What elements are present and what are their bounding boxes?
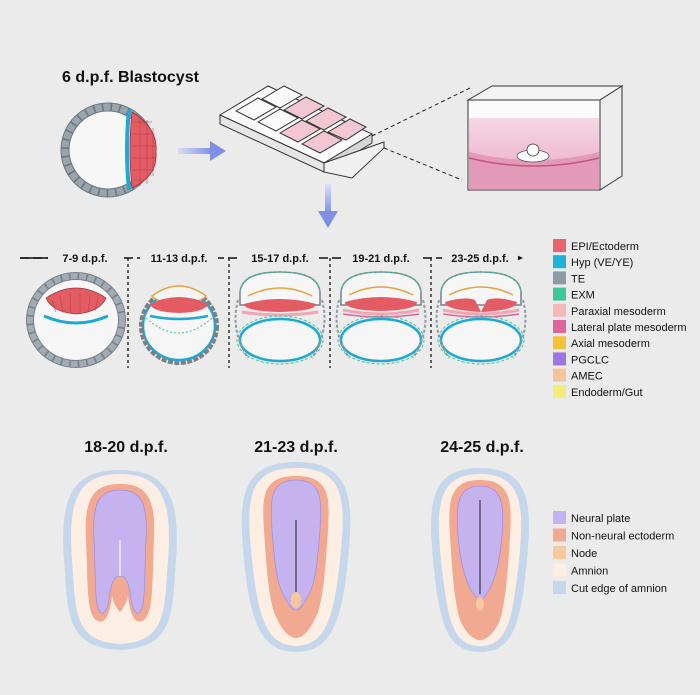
culture-well-illustration <box>466 85 624 191</box>
cell-legend-label: Lateral plate mesoderm <box>571 322 687 334</box>
cell-legend-swatch <box>553 352 566 366</box>
cell-legend-swatch <box>553 239 566 252</box>
disc-legend-label: Non-neural ectoderm <box>571 531 674 543</box>
disc-legend-label: Neural plate <box>571 513 630 525</box>
cell-legend-label: EPI/Ectoderm <box>571 241 639 253</box>
disc-legend-label: Amnion <box>571 566 608 578</box>
disc-legend-label: Cut edge of amnion <box>571 583 667 595</box>
cell-legend-swatch <box>553 336 566 350</box>
cell-legend-label: Endoderm/Gut <box>571 387 643 399</box>
stage-label-5: 23-25 d.p.f. <box>451 253 508 265</box>
cell-legend-swatch <box>553 368 566 382</box>
cell-legend-label: Axial mesoderm <box>571 338 650 350</box>
cell-legend-label: Hyp (VE/YE) <box>571 257 633 269</box>
stage-label-3: 15-17 d.p.f. <box>251 253 308 265</box>
cell-legend-swatch <box>553 287 566 301</box>
cell-legend-label: TE <box>571 273 585 285</box>
disc-legend-swatch <box>553 546 566 559</box>
blastocyst-illustration <box>60 102 157 198</box>
disc-legend-swatch <box>553 563 566 577</box>
disc-legend-swatch <box>553 528 566 542</box>
stage-label-4: 19-21 d.p.f. <box>352 253 409 265</box>
cell-legend-swatch <box>553 303 566 317</box>
stage-label-2: 11-13 d.p.f. <box>151 253 208 265</box>
disc-title-1: 18-20 d.p.f. <box>84 439 168 456</box>
stage-label-1: 7-9 d.p.f. <box>62 253 107 265</box>
embryonic-disc-3 <box>431 468 529 652</box>
disc-legend-swatch <box>553 511 566 524</box>
embryo-stage-4 <box>335 271 427 365</box>
embryo-stage-3 <box>234 271 326 365</box>
cell-legend-swatch <box>553 320 566 333</box>
blastocyst-title: 6 d.p.f. Blastocyst <box>62 69 200 86</box>
disc-title-2: 21-23 d.p.f. <box>254 439 338 456</box>
cell-legend-swatch <box>553 271 566 285</box>
disc-legend-swatch <box>553 581 566 594</box>
embryo-stage-5 <box>435 271 527 365</box>
arrow-down <box>318 184 338 228</box>
cell-legend-label: PGCLC <box>571 354 609 366</box>
culture-plate-illustration <box>218 85 385 179</box>
arrow-right <box>178 141 226 161</box>
cell-legend-label: EXM <box>571 290 595 302</box>
zoom-lines <box>371 87 471 181</box>
embryo-stage-2 <box>139 285 219 365</box>
embryonic-disc-2 <box>241 462 351 652</box>
cell-legend-swatch <box>553 255 566 269</box>
cell-legend-swatch <box>553 384 566 398</box>
cell-legend-label: Paraxial mesoderm <box>571 306 666 318</box>
embryonic-disc-1 <box>63 470 177 650</box>
stage-labels: 7-9 d.p.f. 11-13 d.p.f. 15-17 d.p.f. 19-… <box>48 250 518 266</box>
embryo-stage-1 <box>26 272 126 368</box>
disc-title-3: 24-25 d.p.f. <box>440 439 524 456</box>
disc-legend-label: Node <box>571 548 597 560</box>
cell-legend-label: AMEC <box>571 371 603 383</box>
